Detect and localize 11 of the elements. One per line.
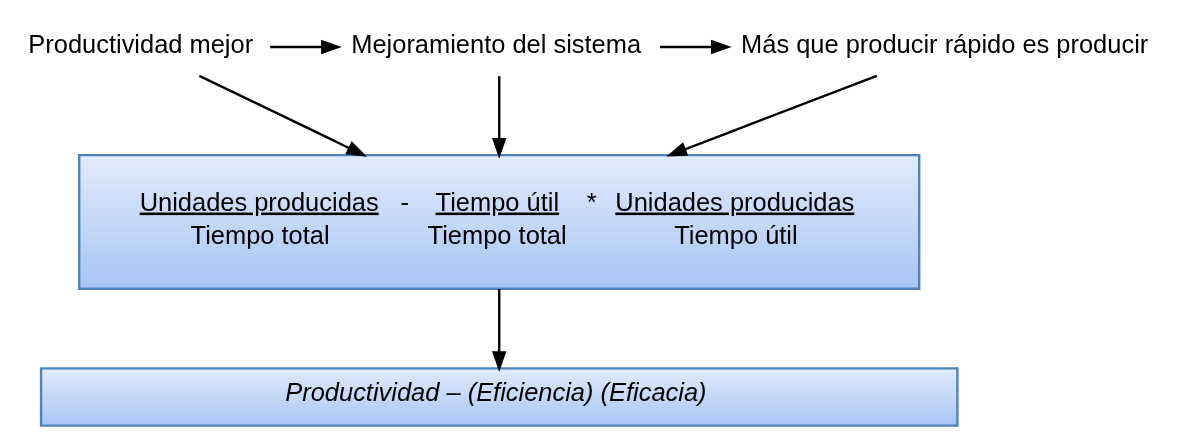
arrow: [666, 74, 878, 156]
node-text: Mejoramiento del sistema: [351, 29, 642, 58]
arrow: [270, 39, 342, 54]
arrow: [660, 39, 732, 54]
node-box: Productividad – (Eficiencia) (Eficacia): [39, 366, 959, 427]
node-text: Productividad mejor: [28, 29, 254, 58]
arrow: [491, 288, 507, 372]
node-text: Más que producir rápido es producir: [741, 29, 1149, 58]
arrow: [198, 74, 368, 157]
arrow: [491, 75, 507, 159]
node-box: Unidades producidas Tiempo total - Tiempo útil Tiempo total * Unidades producidas Tiempo útil: [78, 153, 921, 290]
